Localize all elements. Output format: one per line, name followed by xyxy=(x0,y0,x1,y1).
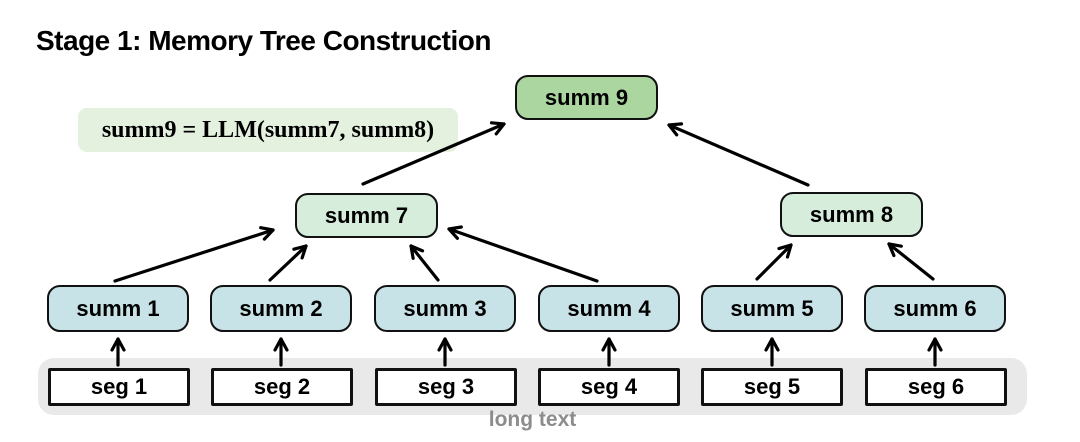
segment-seg-5: seg 5 xyxy=(701,368,843,406)
node-label: summ 7 xyxy=(324,202,409,228)
node-label: summ 2 xyxy=(239,295,323,321)
node-summ-1: summ 1 xyxy=(47,285,189,332)
node-summ-8: summ 8 xyxy=(780,192,923,237)
long-text-label: long text xyxy=(488,408,577,431)
arrow-summ8-to-summ9 xyxy=(667,122,810,187)
segment-label: seg 2 xyxy=(253,374,311,399)
segment-seg-1: seg 1 xyxy=(48,368,190,406)
node-label: summ 1 xyxy=(76,295,160,321)
arrow-summ2-to-summ7 xyxy=(268,244,308,282)
arrow-summ1-to-summ7 xyxy=(113,226,275,283)
segment-label: seg 3 xyxy=(417,374,475,399)
node-summ-9: summ 9 xyxy=(515,75,658,120)
node-summ-3: summ 3 xyxy=(374,285,516,332)
node-summ-4: summ 4 xyxy=(538,285,680,332)
node-label: summ 6 xyxy=(893,295,977,321)
formula-text: summ9 = LLM(summ7, summ8) xyxy=(101,116,435,143)
formula-callout: summ9 = LLM(summ7, summ8) xyxy=(78,108,458,152)
arrow-summ6-to-summ8 xyxy=(887,242,935,281)
node-summ-7: summ 7 xyxy=(295,193,438,238)
node-label: summ 5 xyxy=(730,295,814,321)
segment-seg-3: seg 3 xyxy=(375,368,517,406)
node-label: summ 3 xyxy=(403,295,487,321)
node-summ-5: summ 5 xyxy=(701,285,843,332)
node-summ-6: summ 6 xyxy=(864,285,1006,332)
segment-seg-4: seg 4 xyxy=(538,368,680,406)
segment-label: seg 6 xyxy=(907,374,965,399)
segment-seg-6: seg 6 xyxy=(865,368,1007,406)
segment-label: seg 1 xyxy=(90,374,148,399)
segment-label: seg 5 xyxy=(743,374,801,399)
long-text-band xyxy=(38,358,1027,415)
segment-seg-2: seg 2 xyxy=(211,368,353,406)
page-title: Stage 1: Memory Tree Construction xyxy=(36,25,491,56)
arrow-summ3-to-summ7 xyxy=(409,244,440,282)
arrow-summ4-to-summ7 xyxy=(447,225,599,283)
arrow-summ5-to-summ8 xyxy=(755,243,793,281)
node-summ-2: summ 2 xyxy=(210,285,352,332)
node-label: summ 8 xyxy=(809,201,894,227)
node-label: summ 9 xyxy=(544,84,629,110)
segment-label: seg 4 xyxy=(580,374,638,399)
node-label: summ 4 xyxy=(567,295,651,321)
